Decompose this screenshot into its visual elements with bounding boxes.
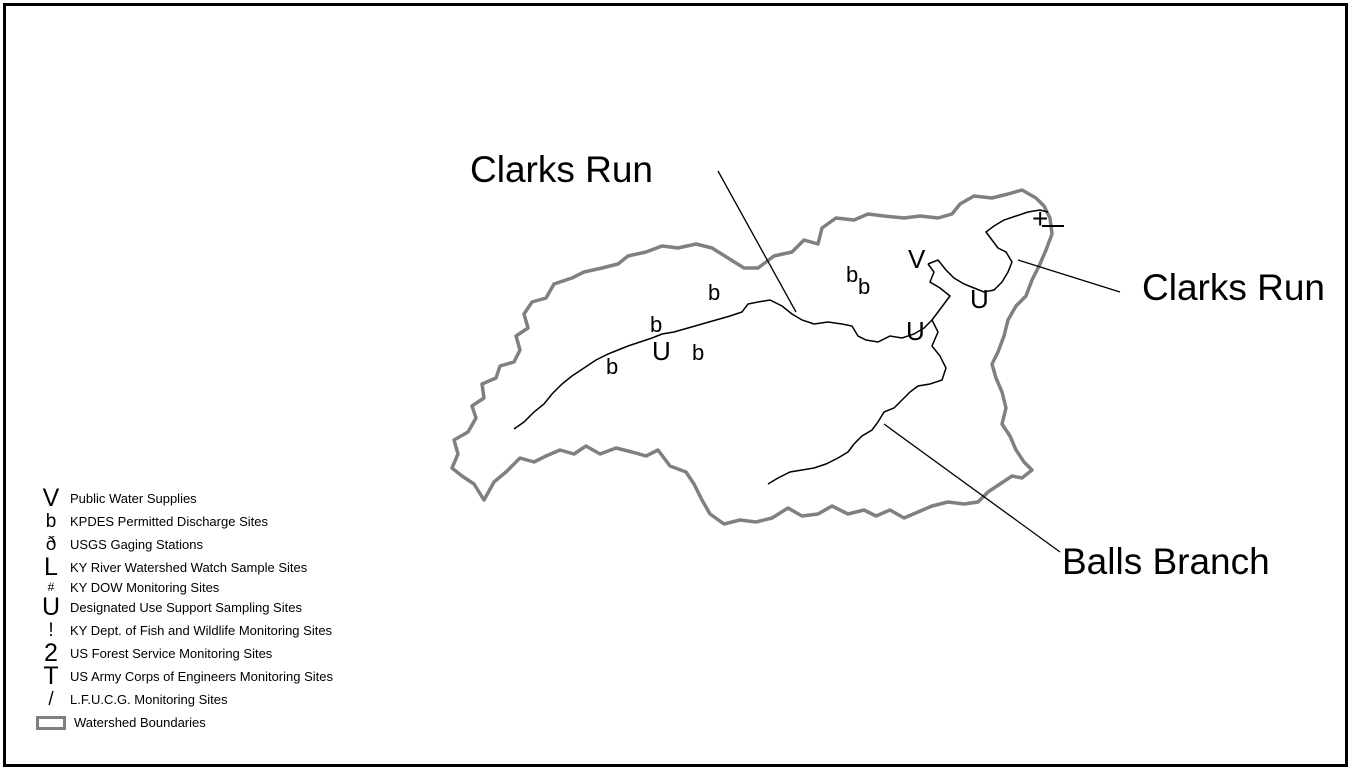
- legend-label: US Army Corps of Engineers Monitoring Si…: [70, 669, 333, 684]
- watershed-watch-icon: L: [44, 553, 58, 581]
- legend-item-kpdes: b KPDES Permitted Discharge Sites: [34, 510, 494, 533]
- legend-item-usgs-gaging: ð USGS Gaging Stations: [34, 533, 494, 556]
- legend-label: KY Dept. of Fish and Wildlife Monitoring…: [70, 623, 333, 638]
- legend-item-designated-use: U Designated Use Support Sampling Sites: [34, 593, 494, 621]
- watershed-boundary: [450, 188, 1054, 526]
- label-clarks-run-upper: Clarks Run: [470, 149, 653, 190]
- stream-balls-branch: [767, 391, 911, 485]
- label-clarks-run-right: Clarks Run: [1142, 267, 1325, 308]
- designated-use-site-marker: U: [652, 336, 671, 366]
- map-frame: Clarks Run Clarks Run Balls Branch b b b…: [3, 3, 1348, 767]
- kpdes-site-marker: b: [692, 340, 704, 365]
- legend-item-lfucg: / L.F.U.C.G. Monitoring Sites: [34, 688, 494, 711]
- label-balls-branch: Balls Branch: [1062, 541, 1270, 582]
- legend-item-watershed-boundaries: Watershed Boundaries: [34, 711, 494, 734]
- kpdes-discharge-icon: b: [45, 511, 57, 532]
- ky-dow-icon: #: [47, 580, 55, 594]
- designated-use-site-marker: U: [906, 316, 925, 346]
- stream-lower-main: [909, 319, 947, 393]
- kpdes-site-marker: b: [858, 274, 870, 299]
- army-corps-icon: T: [43, 662, 59, 690]
- fish-wildlife-icon: !: [48, 620, 54, 641]
- lfucg-icon: /: [48, 689, 54, 710]
- legend-label: KY River Watershed Watch Sample Sites: [70, 560, 308, 575]
- designated-use-icon: U: [41, 593, 61, 621]
- watershed-map: Clarks Run Clarks Run Balls Branch b b b…: [450, 149, 1325, 582]
- kpdes-site-marker: b: [650, 312, 662, 337]
- map-legend: V Public Water Supplies b KPDES Permitte…: [34, 484, 494, 734]
- legend-item-army-corps: T US Army Corps of Engineers Monitoring …: [34, 662, 494, 690]
- legend-item-forest-service: 2 US Forest Service Monitoring Sites: [34, 639, 494, 667]
- usgs-gaging-icon: ð: [45, 534, 57, 555]
- public-water-supply-icon: V: [42, 484, 60, 512]
- legend-label: Public Water Supplies: [70, 491, 197, 506]
- legend-label: Designated Use Support Sampling Sites: [70, 600, 302, 615]
- forest-service-icon: 2: [44, 639, 58, 667]
- watershed-watch-site-marker: +: [1032, 203, 1048, 234]
- legend-label: KY DOW Monitoring Sites: [70, 580, 220, 595]
- legend-label: USGS Gaging Stations: [70, 537, 203, 552]
- legend-label: US Forest Service Monitoring Sites: [70, 646, 273, 661]
- public-water-supply-marker: V: [908, 244, 926, 274]
- legend-item-fish-wildlife: ! KY Dept. of Fish and Wildlife Monitori…: [34, 619, 494, 642]
- stream-clarks-run: [513, 263, 952, 430]
- leader-line-clarks-run-right: [1017, 259, 1121, 293]
- legend-label: KPDES Permitted Discharge Sites: [70, 514, 268, 529]
- kpdes-site-marker: b: [708, 280, 720, 305]
- legend-item-public-water-supplies: V Public Water Supplies: [34, 484, 494, 512]
- legend-label: L.F.U.C.G. Monitoring Sites: [70, 692, 228, 707]
- leader-line-clarks-run-upper: [717, 170, 797, 313]
- watershed-boundary-icon: [36, 715, 66, 730]
- kpdes-site-marker: b: [606, 354, 618, 379]
- stream-clarks-run-upper: [927, 209, 1049, 293]
- legend-item-watershed-watch: L KY River Watershed Watch Sample Sites: [34, 553, 494, 581]
- leader-line-balls-branch: [883, 423, 1061, 553]
- legend-item-ky-dow: # KY DOW Monitoring Sites: [34, 579, 494, 596]
- legend-label: Watershed Boundaries: [74, 715, 206, 730]
- designated-use-site-marker: U: [970, 284, 989, 314]
- kpdes-site-marker: b: [846, 262, 858, 287]
